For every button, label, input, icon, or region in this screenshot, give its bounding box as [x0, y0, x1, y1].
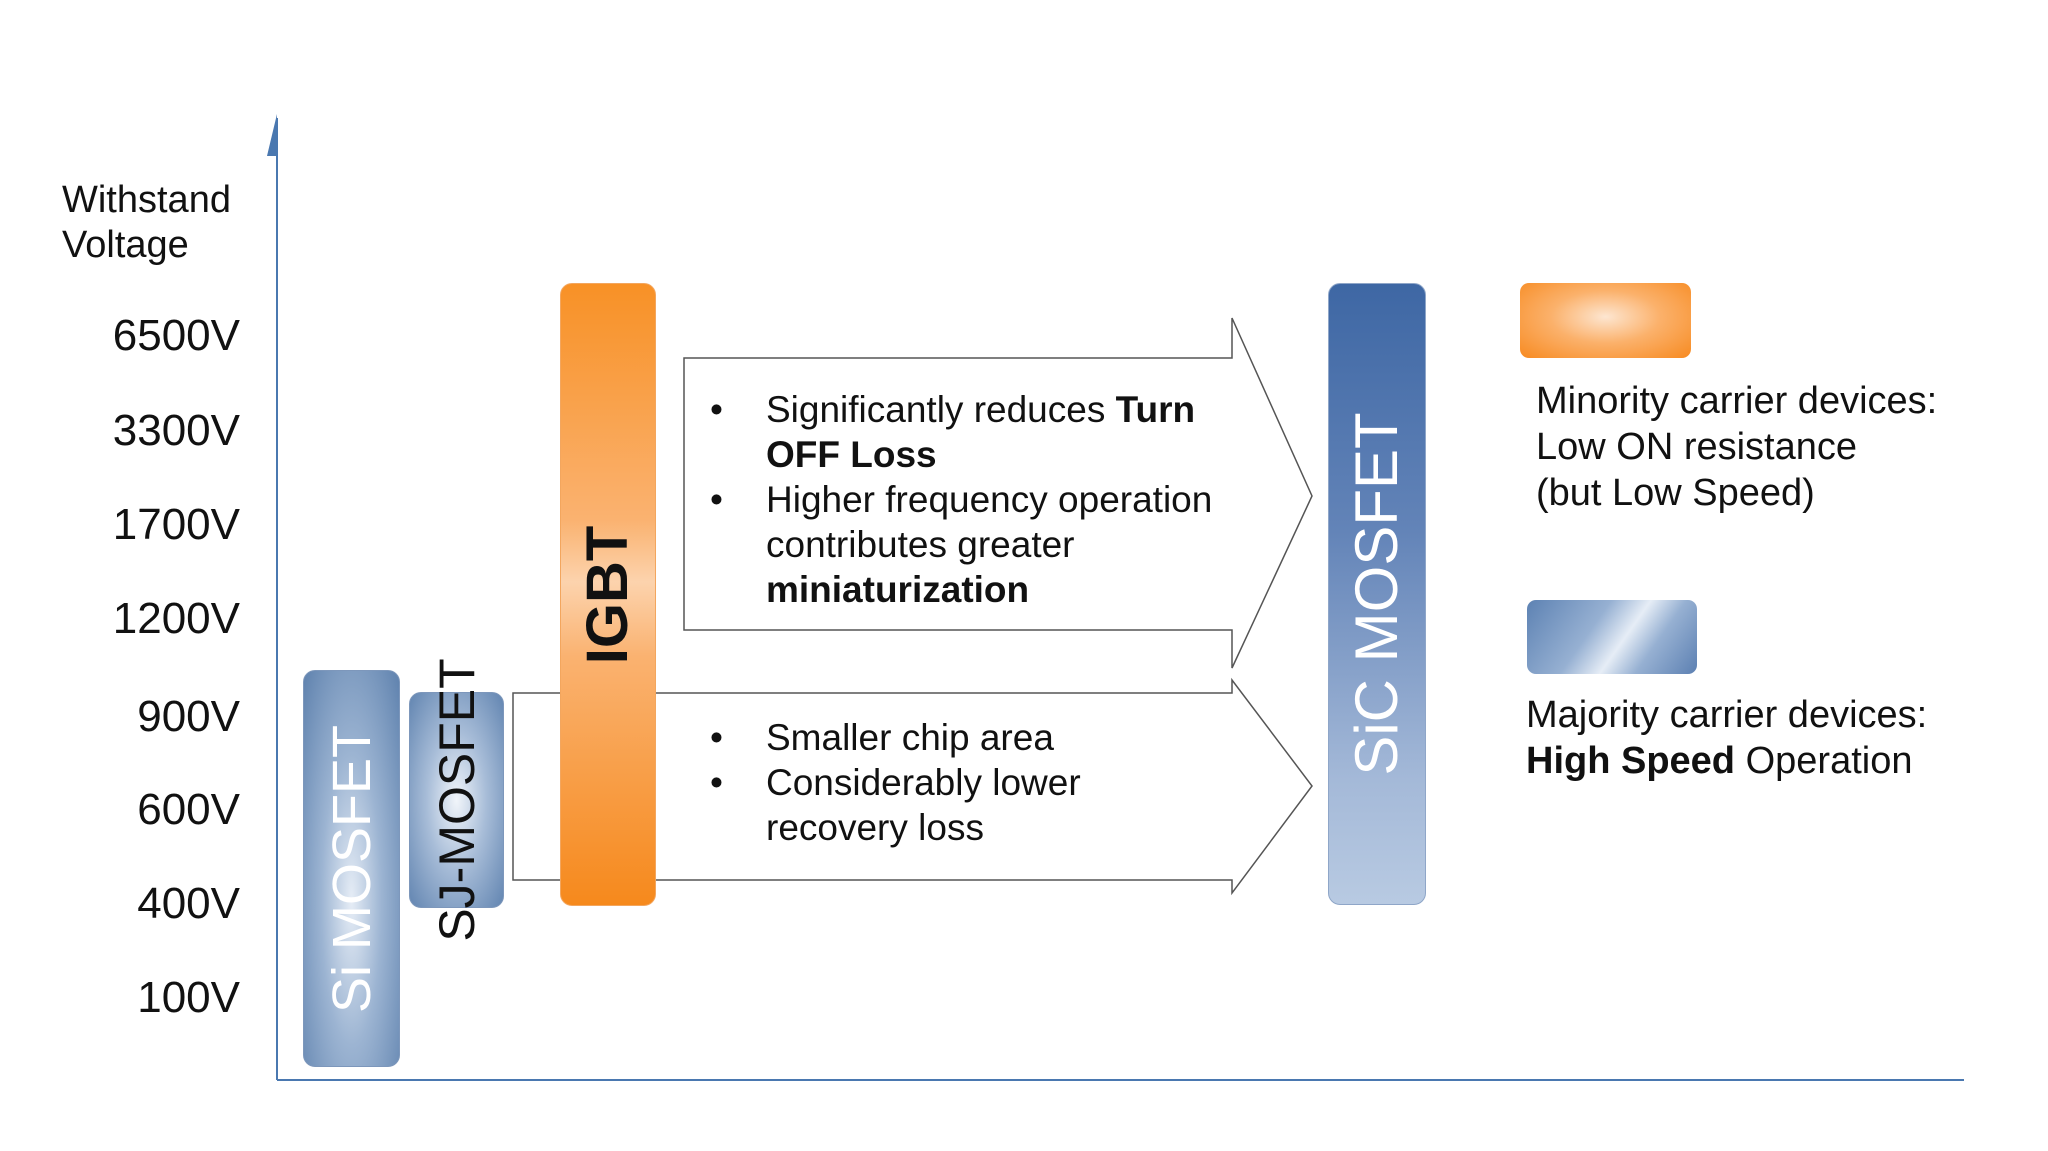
y-tick-label: 600V	[137, 785, 240, 834]
y-axis-title: Withstand Voltage	[62, 178, 231, 268]
bullet-text: Significantly reduces	[766, 389, 1116, 430]
bullet-item: Smaller chip area	[706, 715, 1226, 760]
legend-minority-text: Minority carrier devices: Low ON resista…	[1536, 378, 1937, 516]
y-tick-label: 6500V	[112, 311, 240, 360]
y-axis-arrowhead	[267, 114, 277, 156]
bullet-item: Significantly reduces Turn OFF Loss	[706, 387, 1266, 477]
legend-majority-bold: High Speed	[1526, 740, 1736, 782]
y-axis-title-line1: Withstand	[62, 179, 231, 221]
bullet-bold-text: miniaturization	[766, 569, 1030, 610]
sj-mosfet-label: SJ-MOSFET	[429, 658, 485, 942]
bullet-text: Higher frequency operation contributes g…	[766, 479, 1213, 565]
igbt-label: IGBT	[575, 525, 640, 664]
legend-majority-rest: Operation	[1735, 740, 1913, 782]
legend-majority-swatch	[1527, 600, 1697, 674]
legend-majority-line2: High Speed Operation	[1526, 738, 1927, 784]
legend-minority-line1: Minority carrier devices:	[1536, 380, 1938, 422]
y-tick-label: 400V	[137, 879, 240, 928]
sic-mosfet-bar: SiC MOSFET	[1328, 283, 1426, 905]
igbt-bar: IGBT	[560, 283, 656, 906]
legend-minority-line3: (but Low Speed)	[1536, 472, 1815, 514]
arrow-bottom-bullets: Smaller chip area Considerably lower rec…	[706, 715, 1226, 850]
bullet-item: Higher frequency operation contributes g…	[706, 477, 1266, 612]
y-tick-label: 100V	[137, 973, 240, 1022]
legend-majority-line1: Majority carrier devices:	[1526, 694, 1928, 736]
arrow-top-bullets: Significantly reduces Turn OFF Loss High…	[706, 387, 1266, 612]
y-tick-label: 1700V	[112, 500, 240, 549]
legend-minority-swatch	[1520, 283, 1691, 358]
bullet-item: Considerably lower recovery loss	[706, 760, 1226, 850]
si-mosfet-label: Si MOSFET	[321, 724, 382, 1013]
y-tick-label: 3300V	[112, 406, 240, 455]
bullet-bold-text: Turn OFF Loss	[766, 389, 1196, 475]
si-mosfet-bar: Si MOSFET	[303, 670, 400, 1067]
sj-mosfet-bar	[409, 692, 504, 908]
y-tick-label: 1200V	[112, 594, 240, 643]
legend-minority-line2: Low ON resistance	[1536, 426, 1858, 468]
sic-mosfet-label: SiC MOSFET	[1343, 412, 1410, 776]
y-axis-title-line2: Voltage	[62, 224, 189, 266]
y-tick-label: 900V	[137, 692, 240, 741]
legend-majority-text: Majority carrier devices: High Speed Ope…	[1526, 692, 1927, 784]
